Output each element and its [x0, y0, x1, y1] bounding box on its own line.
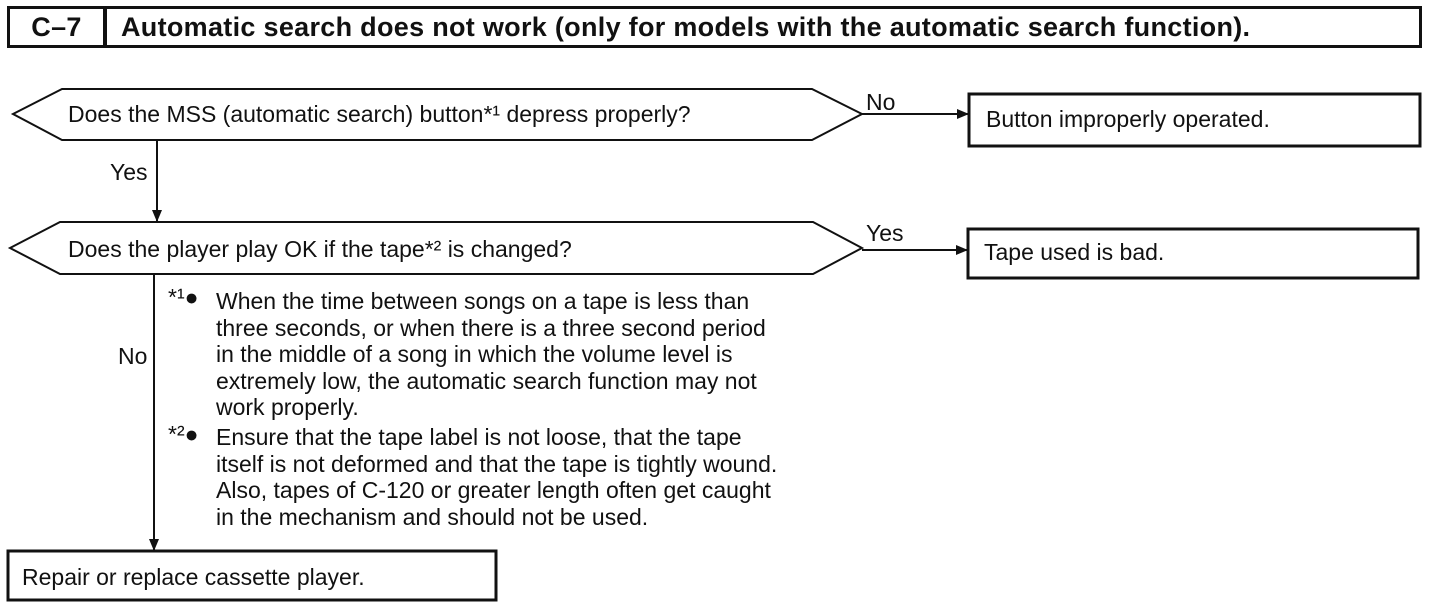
note2-line-1: Ensure that the tape label is not loose,…	[216, 424, 742, 450]
decision2-no-label: No	[118, 343, 148, 369]
result1-text: Button improperly operated.	[986, 106, 1270, 132]
result2-box	[966, 227, 1420, 280]
note2-marker: *²●	[168, 421, 199, 447]
section-title-box: Automatic search does not work (only for…	[104, 6, 1422, 48]
note1-line-2: three seconds, or when there is a three …	[216, 314, 766, 341]
note1-marker: *¹●	[168, 284, 199, 310]
decision1-question: Does the MSS (automatic search) button*¹…	[68, 101, 691, 127]
decision2-yes-label: Yes	[866, 220, 904, 246]
section-title: Automatic search does not work (only for…	[121, 11, 1251, 42]
note2-line-4: in the mechanism and should not be used.	[216, 503, 649, 530]
note1-line-1: When the time between songs on a tape is…	[216, 288, 750, 314]
result2-text: Tape used is bad.	[984, 239, 1165, 265]
section-code: C–7	[31, 11, 82, 42]
note2-line-3: Also, tapes of C-120 or greater length o…	[216, 477, 771, 503]
note1-line-5: work properly.	[216, 394, 359, 420]
result1-box	[967, 92, 1422, 148]
decision1-no-label: No	[866, 89, 896, 115]
note1-line-4: extremely low, the automatic search func…	[216, 367, 757, 394]
note2-line-2: itself is not deformed and that the tape…	[216, 450, 778, 477]
section-code-box: C–7	[7, 6, 106, 48]
decision2-shape	[7, 221, 865, 275]
note1-line-3: in the middle of a song in which the vol…	[216, 341, 733, 367]
decision1-yes-label: Yes	[110, 159, 148, 185]
decision2-question: Does the player play OK if the tape*² is…	[68, 236, 572, 262]
result3-box	[6, 549, 498, 602]
result3-text: Repair or replace cassette player.	[22, 564, 365, 590]
